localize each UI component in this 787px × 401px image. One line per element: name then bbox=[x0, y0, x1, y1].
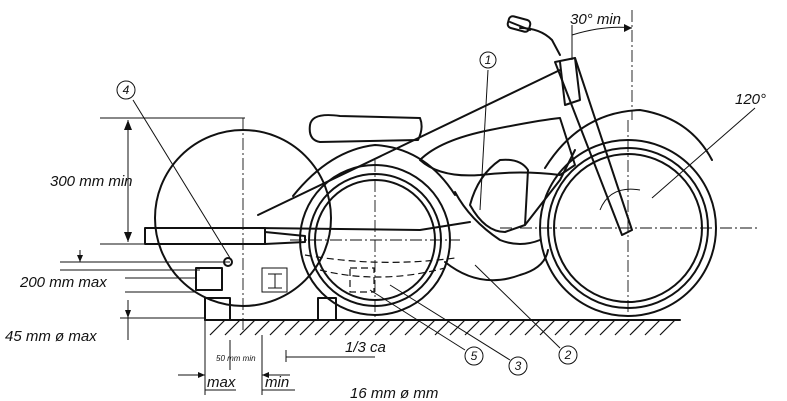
motorcycle-frame bbox=[257, 69, 576, 282]
label-clear-max: max bbox=[207, 374, 236, 391]
label-height-max: 200 mm max bbox=[19, 274, 107, 291]
callout-4: 4 bbox=[116, 80, 136, 100]
label-ratio: 1/3 ca bbox=[345, 339, 386, 356]
svg-text:4: 4 bbox=[123, 83, 130, 97]
label-diameter-mm: 16 mm ø mm bbox=[350, 385, 438, 401]
callout-5: 5 bbox=[464, 346, 484, 366]
svg-text:2: 2 bbox=[564, 348, 572, 362]
trailer-drawbar bbox=[144, 227, 306, 293]
callout-1: 1 bbox=[479, 51, 497, 69]
label-angle-front: 120° bbox=[735, 91, 766, 108]
label-clear-min: min bbox=[265, 374, 289, 391]
label-spacing-min: 50 mm min bbox=[216, 354, 256, 363]
callout-3: 3 bbox=[508, 356, 528, 376]
clearance-curve bbox=[304, 254, 456, 263]
dimension-lines bbox=[60, 10, 756, 395]
label-angle-top: 30° min bbox=[570, 11, 621, 28]
label-height-min: 300 mm min bbox=[50, 173, 133, 190]
label-diameter-max: 45 mm ø max bbox=[5, 328, 97, 345]
ground-hatching bbox=[209, 319, 676, 336]
leader-lines bbox=[132, 69, 561, 361]
svg-text:3: 3 bbox=[515, 359, 522, 373]
front-fork bbox=[506, 15, 633, 236]
svg-text:5: 5 bbox=[471, 349, 478, 363]
callout-2: 2 bbox=[558, 345, 578, 365]
svg-text:1: 1 bbox=[485, 53, 492, 67]
ground-block-left bbox=[204, 297, 231, 321]
